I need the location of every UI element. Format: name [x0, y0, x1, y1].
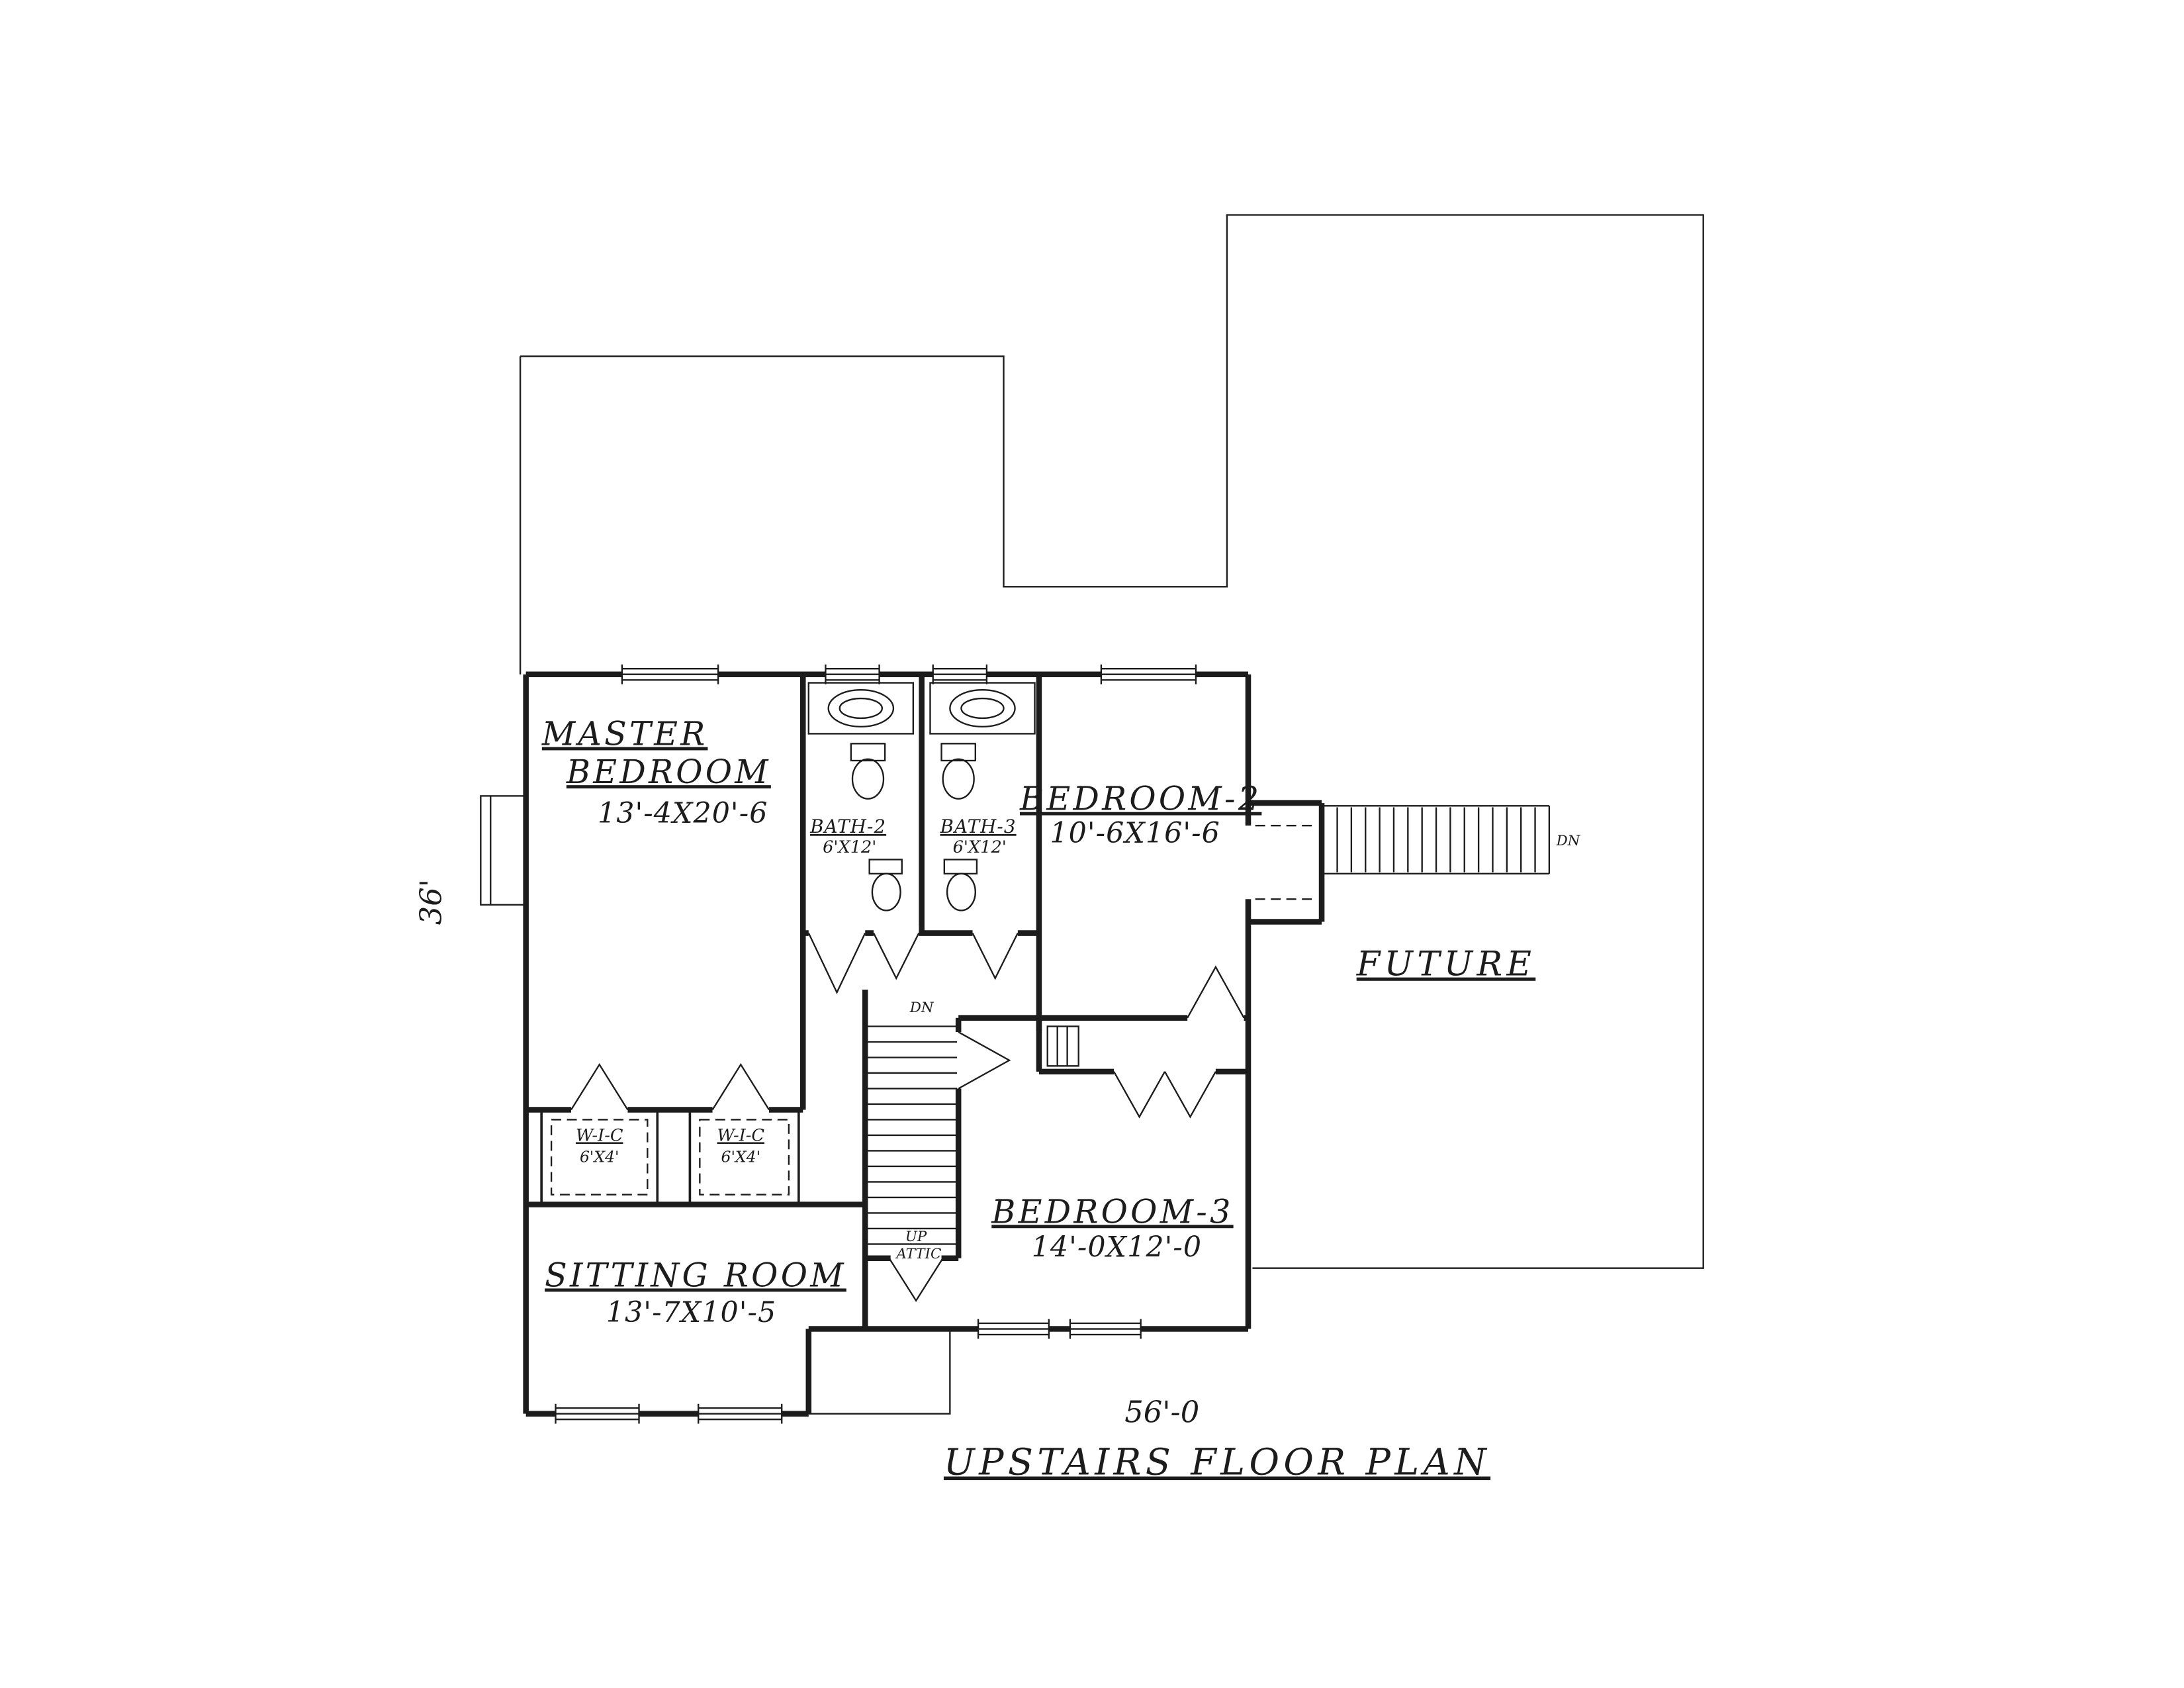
- bath2-toilet: [868, 859, 903, 912]
- door-gap: [972, 925, 1018, 941]
- landing-walls: [1248, 800, 1325, 925]
- wic2-shelf: [699, 1119, 790, 1196]
- stairs-up-label: UP: [905, 1229, 927, 1245]
- stairs-dn-hall-label: DN: [909, 1000, 934, 1016]
- closet-door-swing: [1113, 1071, 1166, 1119]
- window: [698, 1403, 783, 1424]
- bath3-vanity-sink: [929, 682, 1036, 735]
- lower-step-outline: [808, 1329, 951, 1415]
- attic-door-swing: [888, 1258, 944, 1303]
- bedroom3-size: 14'-0X12'-0: [1032, 1231, 1203, 1264]
- sitting-room-size: 13'-7X10'-5: [606, 1296, 777, 1329]
- window: [1069, 1319, 1142, 1339]
- bedroom3-door-swing: [958, 1031, 1011, 1090]
- wic1-label: W-I-C: [576, 1125, 623, 1145]
- bedroom2-closet-cabinet: [1046, 1025, 1079, 1067]
- master-bedroom-label-line2: BEDROOM: [566, 753, 771, 791]
- sitting-room-label: SITTING ROOM: [545, 1256, 846, 1294]
- stairs-attic-label: ATTIC: [895, 1246, 941, 1262]
- roof-outline: [519, 214, 1704, 1415]
- door-gap: [951, 1032, 966, 1089]
- stair-rail-lines: [1322, 805, 1551, 875]
- future-label: FUTURE: [1356, 945, 1536, 984]
- center-staircase: [866, 1025, 958, 1245]
- door-openings: [571, 825, 1254, 1117]
- future-staircase: [1255, 805, 1551, 900]
- window: [977, 1319, 1050, 1339]
- door-gap: [874, 925, 919, 941]
- door-gap: [571, 1102, 628, 1117]
- bath3-label: BATH-3: [940, 816, 1017, 837]
- stair-treads: [1336, 807, 1536, 872]
- bedroom2-label: BEDROOM-2: [1019, 780, 1261, 818]
- master-door-swing: [807, 933, 866, 994]
- stairs-dn-future-label: DN: [1556, 833, 1581, 849]
- master-bedroom-size: 13'-4X20'-6: [598, 797, 768, 830]
- bath2-label: BATH-2: [809, 816, 886, 837]
- landing-cased-opening: [1255, 825, 1316, 900]
- stair-treads: [866, 1025, 958, 1245]
- window: [932, 664, 988, 684]
- door-swings: [570, 933, 1245, 1303]
- bath-fixtures: [807, 682, 1036, 912]
- wic1-size: 6'X4': [580, 1148, 619, 1166]
- bedroom3-label: BEDROOM-3: [991, 1192, 1233, 1231]
- window: [555, 1403, 640, 1424]
- windows: [480, 664, 1197, 1424]
- bath2-toilet: [850, 743, 886, 800]
- master-bedroom-label-line1: MASTER: [541, 715, 708, 753]
- door-gap: [1187, 1011, 1244, 1025]
- window: [621, 664, 719, 684]
- wic2-size: 6'X4': [721, 1148, 761, 1166]
- window: [825, 664, 880, 684]
- overall-width-dimension: 56'-0: [1124, 1394, 1199, 1429]
- bath3-door-swing: [972, 933, 1019, 980]
- wic2-label: W-I-C: [717, 1125, 765, 1145]
- bedroom2-door-swing: [1187, 965, 1245, 1019]
- door-gap: [808, 925, 866, 941]
- bath3-toilet: [940, 743, 976, 800]
- roof-outline-path: [519, 214, 1704, 1269]
- labels: MASTER BEDROOM 13'-4X20'-6 BATH-2 6'X12'…: [414, 715, 1581, 1484]
- wic1-door-swing: [570, 1062, 629, 1111]
- bay-window: [480, 795, 527, 906]
- overall-depth-dimension: 36': [414, 879, 449, 925]
- closet-shelving: [550, 1025, 1079, 1196]
- door-gap: [1242, 825, 1254, 900]
- bath2-size: 6'X12': [823, 837, 876, 857]
- bath3-size: 6'X12': [953, 837, 1007, 857]
- door-gap: [712, 1102, 769, 1117]
- bedroom2-size: 10'-6X16'-6: [1050, 817, 1220, 850]
- bath2-vanity-sink: [807, 682, 915, 735]
- window: [1100, 664, 1197, 684]
- bath2-door-swing: [872, 933, 920, 980]
- plan-title: UPSTAIRS FLOOR PLAN: [944, 1441, 1490, 1484]
- bath3-toilet: [943, 859, 978, 912]
- wic1-shelf: [550, 1119, 649, 1196]
- wic2-door-swing: [711, 1062, 770, 1111]
- closet-door-swing: [1163, 1071, 1216, 1119]
